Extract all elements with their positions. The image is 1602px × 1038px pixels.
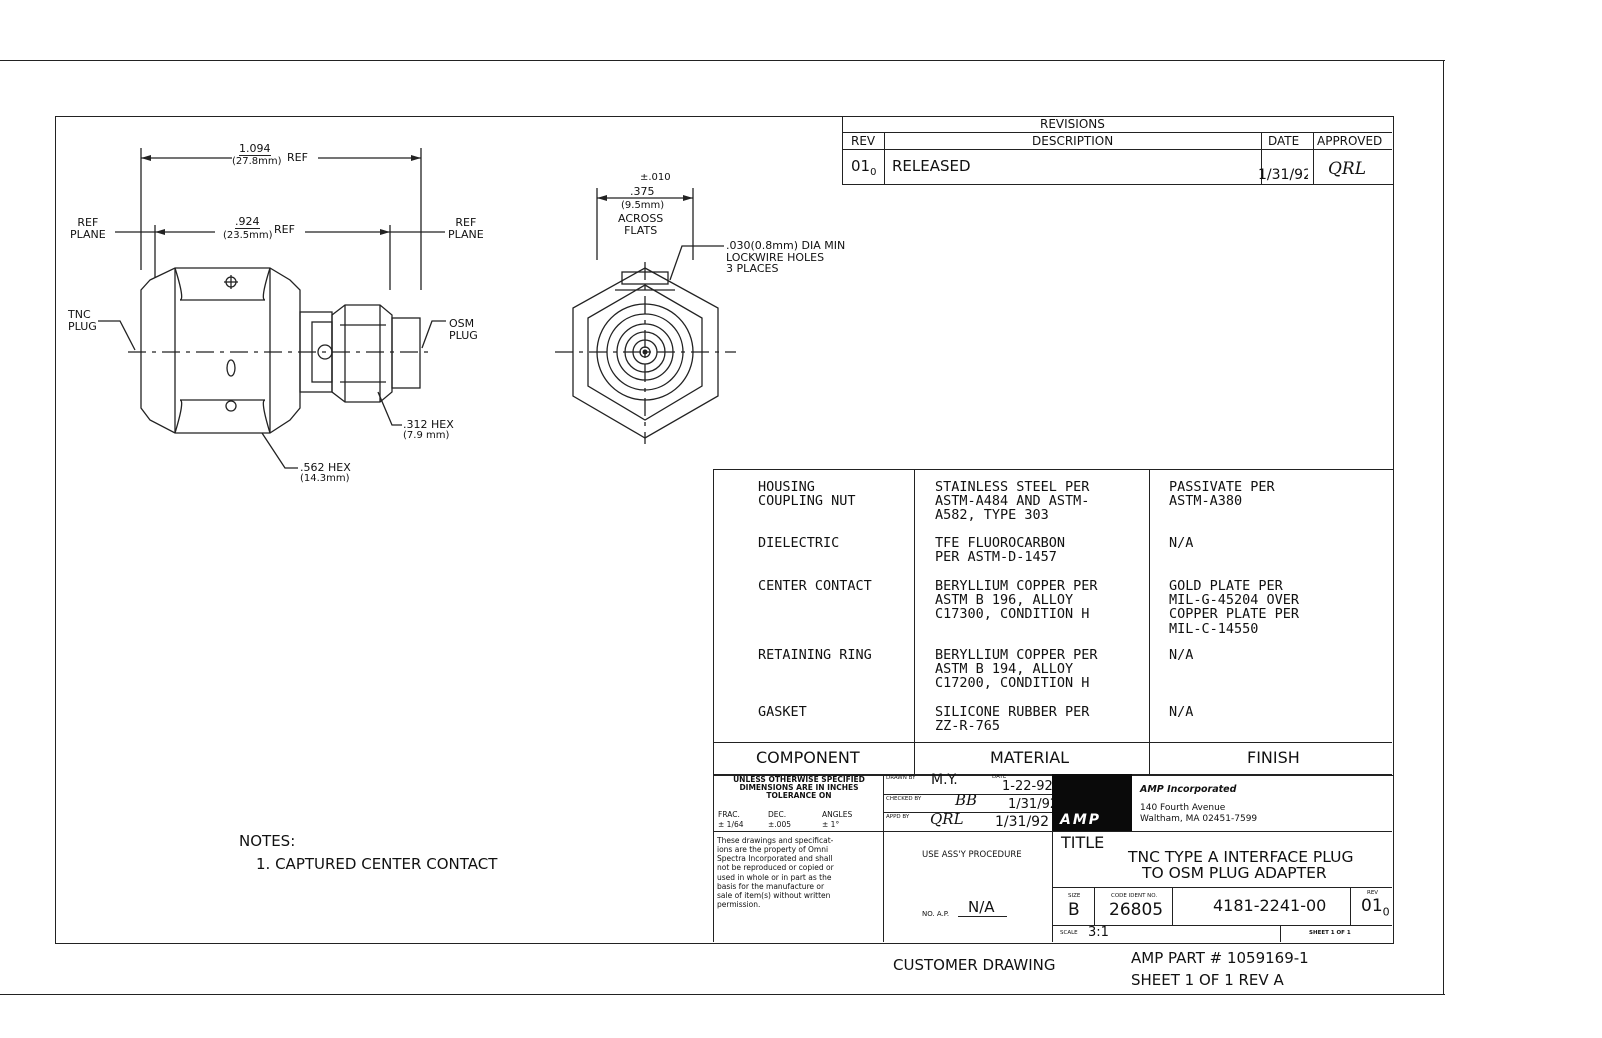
note-item-1: 1. CAPTURED CENTER CONTACT: [256, 855, 498, 873]
property-note: These drawings and specificat- ions are …: [717, 836, 834, 909]
title-line-2: TO OSM PLUG ADAPTER: [1142, 864, 1327, 882]
revision-approved-signature: QRL: [1328, 159, 1367, 179]
drawn-by-label: DRAWN BY: [886, 775, 916, 781]
sheet-count: SHEET 1 OF 1: [1309, 930, 1351, 936]
finish-center-contact: GOLD PLATE PER MIL-G-45204 OVER COPPER P…: [1169, 578, 1300, 637]
revisions-table: [842, 116, 1394, 185]
inner-dimension: .924: [235, 215, 260, 229]
drawn-date-label: DATE: [992, 774, 1007, 780]
frac-label: FRAC.: [718, 810, 740, 819]
angle-tolerance: ± 1°: [822, 820, 840, 829]
material-gasket: SILICONE RUBBER PER ZZ-R-765: [935, 704, 1090, 735]
across-flats-label: ACROSS FLATS: [618, 212, 664, 237]
side-view-drawing: [98, 148, 736, 469]
drawn-by: M.Y.: [931, 772, 958, 788]
hex-312-mm-label: (7.9 mm): [403, 430, 450, 441]
flats-dimension-mm: (9.5mm): [621, 200, 665, 211]
size-label: SIZE: [1068, 893, 1081, 899]
drawing-size: B: [1068, 900, 1080, 920]
overall-dimension-mm: (27.8mm): [232, 156, 282, 167]
dec-tolerance: ±.005: [768, 820, 791, 829]
finish-housing: PASSIVATE PER ASTM-A380: [1169, 479, 1275, 510]
code-ident-label: CODE IDENT NO.: [1111, 893, 1158, 899]
revision-description: RELEASED: [892, 157, 971, 175]
inner-ref-label: REF: [274, 223, 295, 236]
company-address-1: 140 Fourth Avenue: [1140, 803, 1226, 813]
footer-sheet-rev: SHEET 1 OF 1 REV A: [1131, 971, 1284, 989]
component-center-contact: CENTER CONTACT: [758, 578, 872, 594]
checked-date: 1/31/92: [1008, 797, 1059, 812]
checked-by-signature: BB: [955, 791, 978, 809]
description-column-header: DESCRIPTION: [1032, 134, 1114, 148]
company-name: AMP Incorporated: [1140, 784, 1237, 795]
overall-ref-label: REF: [287, 151, 308, 164]
use-assy-procedure: USE ASS'Y PROCEDURE: [922, 850, 1022, 860]
dec-label: DEC.: [768, 810, 787, 819]
overall-dimension: 1.094: [239, 142, 271, 156]
sheet-border-bottom: [0, 994, 1445, 995]
approved-by-signature: QRL: [930, 810, 964, 828]
amp-logo: AMP: [1052, 774, 1132, 831]
customer-drawing-label: CUSTOMER DRAWING: [893, 956, 1056, 974]
finish-dielectric: N/A: [1169, 535, 1194, 551]
approved-date: 1/31/92: [995, 814, 1049, 830]
hex-312-label: .312 HEX: [403, 418, 454, 431]
finish-retaining-ring: N/A: [1169, 647, 1194, 663]
sheet-border-top: [0, 60, 1445, 61]
drawing-number: 4181-2241-00: [1213, 896, 1327, 915]
material-dielectric: TFE FLUOROCARBON PER ASTM-D-1457: [935, 535, 1066, 566]
no-ap-value: N/A: [958, 899, 1007, 917]
component-dielectric: DIELECTRIC: [758, 535, 840, 551]
flats-dimension: .375: [630, 185, 655, 198]
flats-tolerance: ±.010: [640, 172, 671, 183]
inner-dimension-mm: (23.5mm): [223, 230, 273, 241]
tolerance-note: UNLESS OTHERWISE SPECIFIED DIMENSIONS AR…: [733, 775, 865, 800]
checked-by-label: CHECKED BY: [886, 796, 922, 802]
component-retaining-ring: RETAINING RING: [758, 647, 872, 663]
code-ident: 26805: [1109, 900, 1164, 920]
lockwire-holes-note: .030(0.8mm) DIA MIN LOCKWIRE HOLES 3 PLA…: [726, 239, 846, 276]
tnc-plug-label: TNC PLUG: [68, 308, 97, 333]
amp-part-number: AMP PART # 1059169-1: [1131, 949, 1309, 967]
material-center-contact: BERYLLIUM COPPER PER ASTM B 196, ALLOY C…: [935, 578, 1098, 623]
angles-label: ANGLES: [822, 810, 853, 819]
notes-heading: NOTES:: [239, 832, 296, 850]
osm-plug-label: OSM PLUG: [449, 317, 478, 342]
material-column-header: MATERIAL: [990, 748, 1070, 767]
drawn-date: 1-22-92: [1002, 779, 1053, 794]
component-gasket: GASKET: [758, 704, 807, 720]
drawing-scale: 3:1: [1088, 925, 1109, 940]
title-label: TITLE: [1061, 833, 1105, 852]
no-ap-label: NO. A.P.: [922, 910, 950, 918]
drawing-frame: [55, 116, 1394, 944]
component-housing: HOUSING COUPLING NUT: [758, 479, 856, 510]
approved-column-header: APPROVED: [1317, 134, 1383, 148]
component-column-header: COMPONENT: [756, 748, 860, 767]
revision-rev: 010: [851, 157, 877, 178]
hex-562-label: .562 HEX: [300, 461, 351, 474]
sheet-border-right: [1443, 60, 1444, 995]
approved-by-label: APPD BY: [886, 814, 910, 820]
date-column-header: DATE: [1268, 134, 1300, 148]
hex-562-mm-label: (14.3mm): [300, 473, 350, 484]
rev-column-header: REV: [851, 134, 876, 148]
revision-date: 1/31/92: [1258, 168, 1308, 183]
frac-tolerance: ± 1/64: [718, 820, 744, 829]
revisions-header: REVISIONS: [1040, 117, 1105, 131]
finish-gasket: N/A: [1169, 704, 1194, 720]
finish-column-header: FINISH: [1247, 748, 1300, 767]
material-housing: STAINLESS STEEL PER ASTM-A484 AND ASTM- …: [935, 479, 1090, 524]
title-line-1: TNC TYPE A INTERFACE PLUG: [1128, 848, 1354, 866]
material-retaining-ring: BERYLLIUM COPPER PER ASTM B 194, ALLOY C…: [935, 647, 1098, 692]
drawing-rev: 010: [1361, 896, 1390, 919]
ref-plane-right-label: REF PLANE: [448, 216, 484, 241]
company-address-2: Waltham, MA 02451-7599: [1140, 814, 1258, 824]
rev-label: REV: [1367, 890, 1379, 896]
ref-plane-left-label: REF PLANE: [70, 216, 106, 241]
scale-label: SCALE: [1060, 930, 1078, 936]
